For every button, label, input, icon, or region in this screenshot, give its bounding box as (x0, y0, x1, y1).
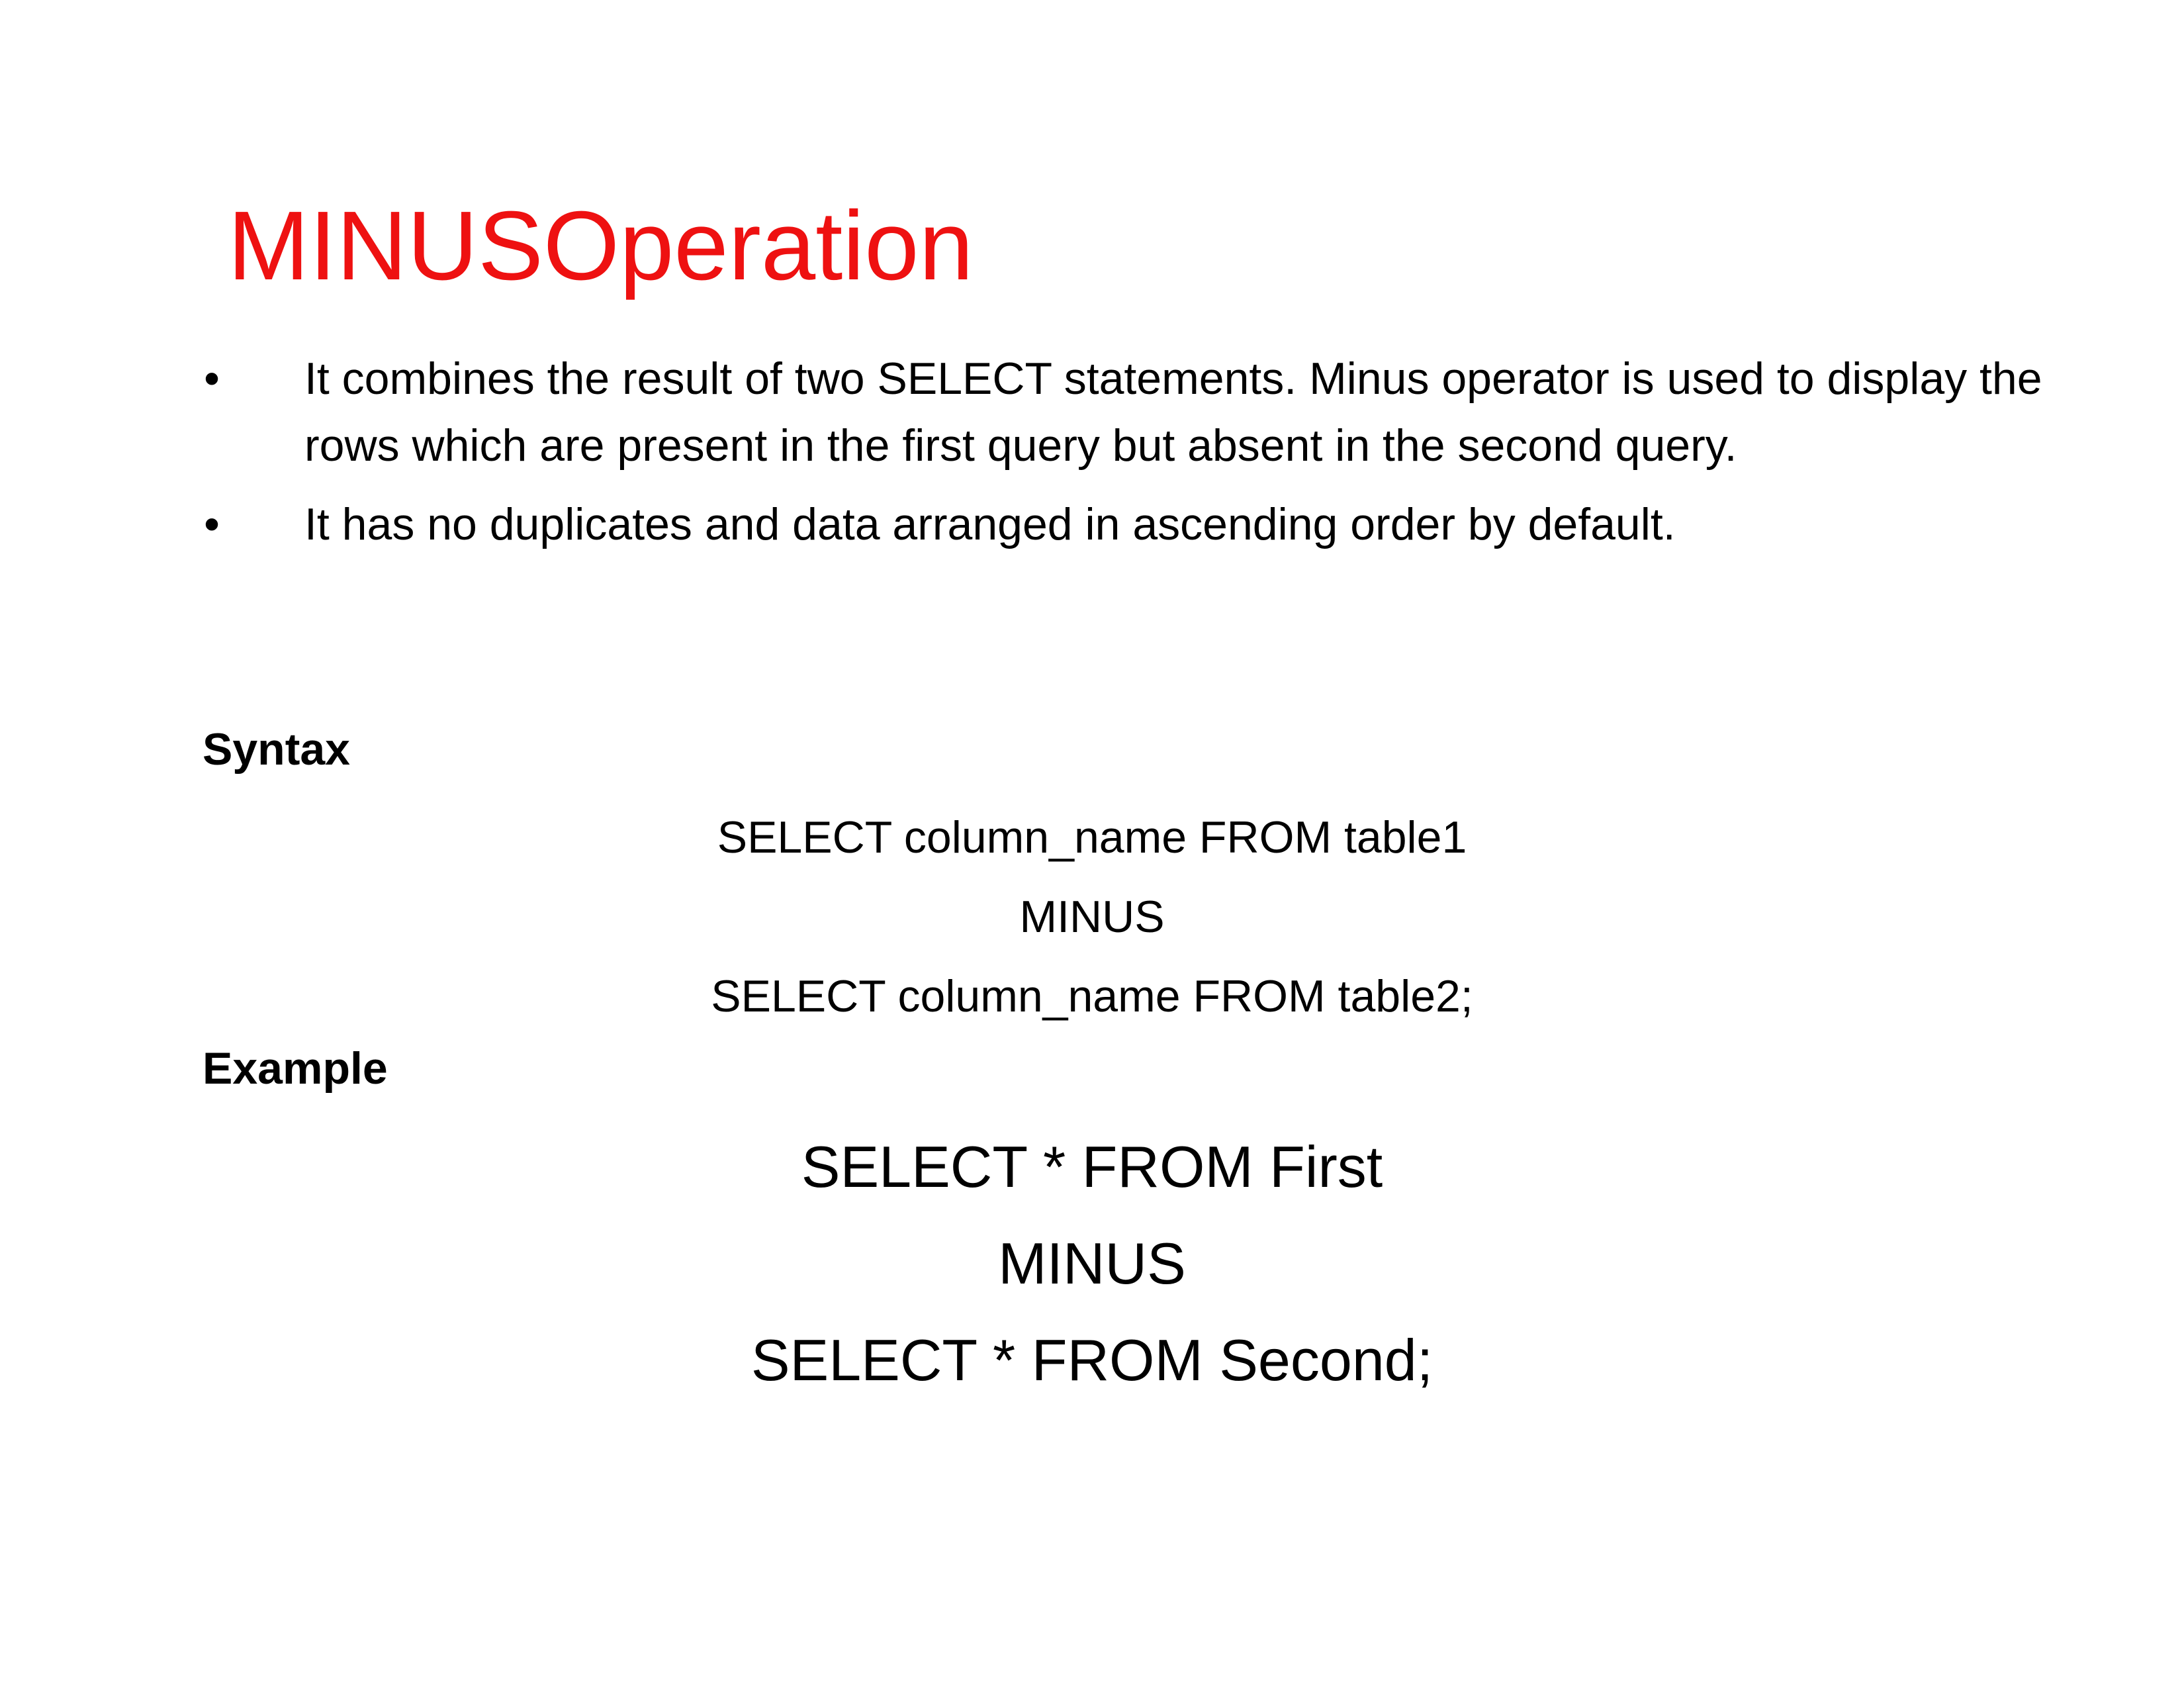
example-heading: Example (203, 1043, 388, 1094)
syntax-code-block: SELECT column_name FROM table1 MINUS SEL… (0, 798, 2184, 1036)
syntax-line: MINUS (1019, 892, 1165, 942)
bullet-marker: • (204, 499, 220, 549)
slide-title: MINUSOperation (228, 191, 974, 301)
example-code-block: SELECT * FROM First MINUS SELECT * FROM … (0, 1119, 2184, 1409)
bullet-text: It has no duplicates and data arranged i… (304, 499, 1676, 549)
bullet-list: • It combines the result of two SELECT s… (199, 346, 2052, 570)
syntax-heading: Syntax (203, 724, 350, 774)
example-line: SELECT * FROM First (801, 1134, 1383, 1199)
bullet-marker: • (204, 353, 220, 404)
example-line: SELECT * FROM Second; (751, 1327, 1433, 1393)
bullet-item: • It has no duplicates and data arranged… (199, 491, 2052, 558)
syntax-line: SELECT column_name FROM table2; (711, 971, 1473, 1021)
bullet-text: It combines the result of two SELECT sta… (304, 353, 2042, 471)
syntax-line: SELECT column_name FROM table1 (717, 812, 1467, 863)
bullet-item: • It combines the result of two SELECT s… (199, 346, 2052, 479)
example-line: MINUS (998, 1231, 1186, 1296)
